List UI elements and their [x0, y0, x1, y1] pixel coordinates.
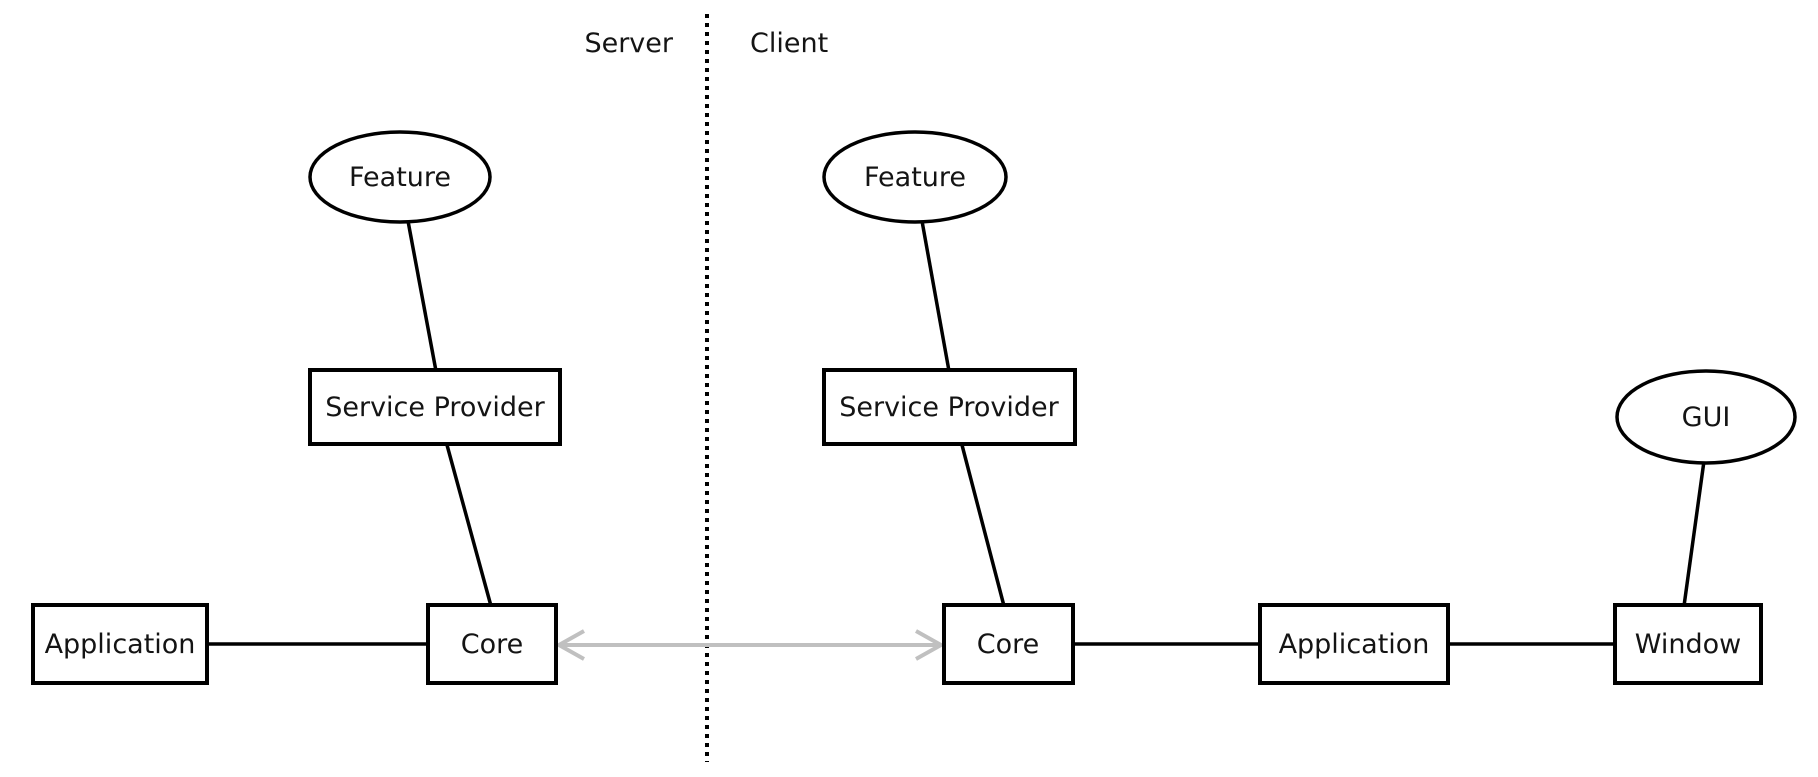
client-window-rect [1613, 603, 1763, 685]
client-feature-label: Feature [864, 162, 966, 193]
client-service-provider-label: Service Provider [839, 392, 1059, 423]
client-application-rect [1258, 603, 1450, 685]
client-feature-ellipse [822, 130, 1008, 224]
node-client-feature: Feature [822, 130, 1008, 224]
node-client-gui: GUI [1615, 369, 1797, 465]
edge-client-gui-to-window [1682, 460, 1706, 607]
server-feature-label: Feature [349, 162, 451, 193]
client-service-provider-rect [822, 368, 1077, 446]
edge-client-feature-to-service-provider [920, 220, 951, 372]
edge-server-feature-to-service-provider [406, 220, 438, 372]
server-core-label: Core [461, 629, 524, 660]
node-server-application: Application [31, 603, 209, 685]
server-partition-label: Server [584, 28, 673, 59]
server-feature-ellipse [308, 130, 492, 224]
client-partition-label: Client [750, 28, 828, 59]
client-core-rect [942, 603, 1075, 685]
server-application-rect [31, 603, 209, 685]
node-server-feature: Feature [308, 130, 492, 224]
gray-arrowhead-right [915, 629, 946, 661]
node-client-window: Window [1613, 603, 1763, 685]
edge-server-core-to-client-core-double-arrow [554, 629, 946, 661]
edge-client-service-provider-to-core [960, 444, 1006, 607]
client-core-label: Core [977, 629, 1040, 660]
server-service-provider-rect [308, 368, 562, 446]
node-server-service-provider: Service Provider [308, 368, 562, 446]
client-window-label: Window [1635, 629, 1741, 660]
client-gui-ellipse [1615, 369, 1797, 465]
node-client-core: Core [942, 603, 1075, 685]
edge-server-service-provider-to-core [445, 444, 493, 607]
server-application-label: Application [45, 629, 196, 660]
client-gui-label: GUI [1682, 402, 1731, 433]
client-application-label: Application [1279, 629, 1430, 660]
node-client-application: Application [1258, 603, 1450, 685]
node-client-service-provider: Service Provider [822, 368, 1077, 446]
server-core-rect [426, 603, 558, 685]
node-server-core: Core [426, 603, 558, 685]
gray-arrowhead-left [554, 629, 585, 661]
server-service-provider-label: Service Provider [325, 392, 545, 423]
